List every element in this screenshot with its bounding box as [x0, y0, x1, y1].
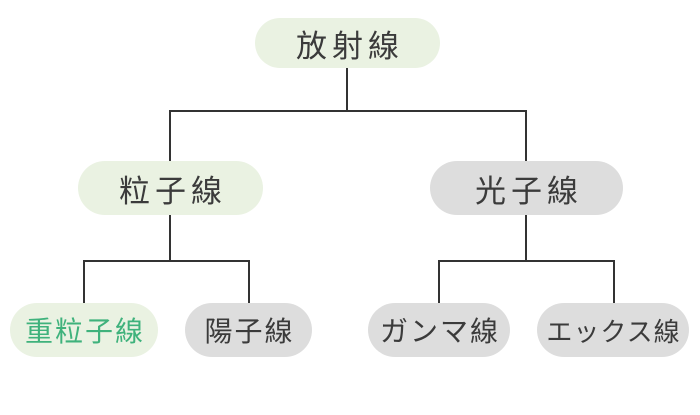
node-photon-beam: 光子線 — [430, 161, 623, 215]
connector-particle-to-children — [83, 215, 250, 305]
connector-root-to-level2 — [169, 68, 527, 163]
connector-photon-to-children — [438, 215, 615, 305]
node-radiation: 放射線 — [255, 18, 440, 68]
node-x-ray: エックス線 — [537, 303, 689, 357]
node-gamma-ray: ガンマ線 — [368, 303, 510, 357]
node-particle-beam: 粒子線 — [78, 161, 263, 215]
node-heavy-ion-beam: 重粒子線 — [10, 303, 158, 357]
node-proton-beam: 陽子線 — [185, 303, 312, 357]
